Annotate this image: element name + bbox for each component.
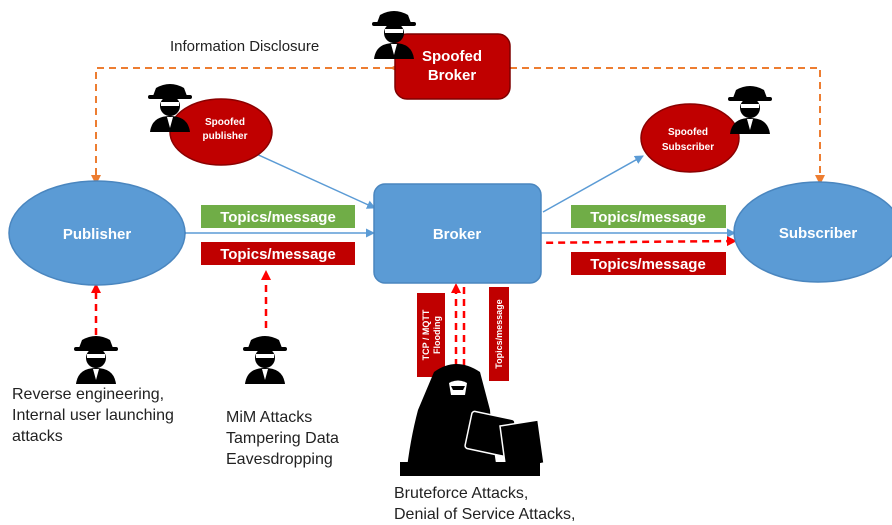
spoofed-broker-label-line1: Spoofed [422,48,482,65]
connectors [179,151,736,238]
publisher-node[interactable]: Publisher [8,180,186,286]
svg-text:Topics/message: Topics/message [220,209,336,226]
spoofed-broker-label-line2: Broker [428,67,477,84]
reverse-engineering-caption: Reverse engineering, Internal user launc… [12,386,174,445]
topics-message-red-right: Topics/message [571,252,726,275]
svg-text:TCP / MQTT: TCP / MQTT [421,309,431,360]
spoofed-publisher-label-line2: publisher [202,131,247,142]
hacker-icon [74,336,118,384]
svg-text:Flooding: Flooding [432,316,442,354]
svg-text:Topics/message: Topics/message [494,299,504,368]
broker-label: Broker [433,226,482,243]
subscriber-label: Subscriber [779,225,858,242]
disclosure-line-left [91,63,400,185]
hooded-hacker-laptop-icon [400,364,545,476]
topics-message-green-left: Topics/message [201,205,355,228]
svg-text:Topics/message: Topics/message [220,246,336,263]
spoofed-publisher-label-line1: Spoofed [205,117,245,128]
svg-text:Topics/message: Topics/message [590,209,706,226]
spoofed-subscriber-label-line1: Spoofed [668,127,708,138]
spoofed-publisher-node[interactable]: Spoofed publisher [169,98,273,166]
spoofed-subscriber-connector [542,155,644,213]
topics-message-red-left: Topics/message [201,242,355,265]
spoofed-subscriber-label-line2: Subscriber [662,142,714,153]
spoofed-broker-node[interactable]: Spoofed Broker [394,33,511,100]
information-disclosure-lines [91,63,825,185]
bruteforce-caption: Bruteforce Attacks, Denial of Service At… [394,485,576,523]
disclosure-line-right [502,63,825,185]
publisher-label: Publisher [63,226,132,243]
topics-message-green-right: Topics/message [571,205,726,228]
spoofed-publisher-connector [251,151,376,209]
topics-message-vertical-label: Topics/message [489,287,509,381]
mim-caption: MiM Attacks Tampering Data Eavesdropping [226,409,339,468]
information-disclosure-label: Information Disclosure [170,38,319,55]
hacker-icon [243,336,287,384]
spoofed-subscriber-node[interactable]: Spoofed Subscriber [640,103,740,173]
subscriber-node[interactable]: Subscriber [733,181,892,283]
svg-text:Topics/message: Topics/message [590,256,706,273]
hacker-icon [728,86,772,134]
broker-node[interactable]: Broker [373,183,542,284]
tcp-mqtt-flooding-label: TCP / MQTT Flooding [417,293,445,377]
